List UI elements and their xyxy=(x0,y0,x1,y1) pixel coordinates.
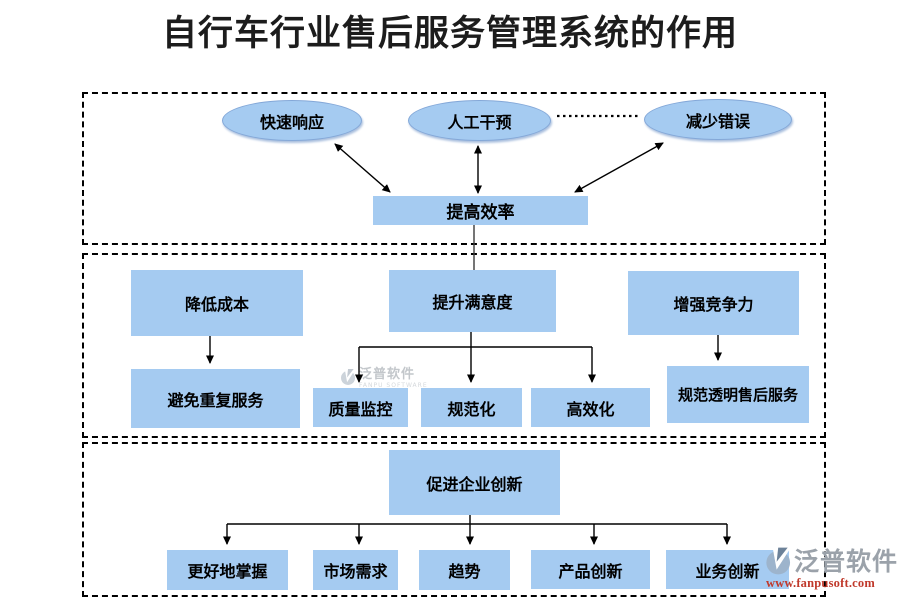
node-manual-intervention: 人工干预 xyxy=(408,100,551,141)
connector-error-reduction-efficiency xyxy=(574,142,664,193)
node-trend: 趋势 xyxy=(419,550,510,590)
watermark-bottom-right: 泛普软件 www.fanpusoft.com xyxy=(766,546,898,590)
node-product-innovation: 产品创新 xyxy=(531,550,650,589)
node-promote-innovation: 促进企业创新 xyxy=(389,450,560,515)
section-efficiency xyxy=(82,92,826,245)
node-standardization: 规范化 xyxy=(421,388,522,427)
node-quality-monitoring: 质量监控 xyxy=(313,388,408,427)
node-error-reduction: 减少错误 xyxy=(644,99,792,140)
page-title: 自行车行业售后服务管理系统的作用 xyxy=(161,14,738,54)
node-high-efficiency: 高效化 xyxy=(531,388,650,427)
node-improve-satisfaction: 提升满意度 xyxy=(389,270,556,332)
node-transparent-after-sales: 规范透明售后服务 xyxy=(667,366,809,423)
node-enhance-competitiveness: 增强竞争力 xyxy=(628,271,799,335)
node-market-demand: 市场需求 xyxy=(313,550,398,590)
node-better-grasp: 更好地掌握 xyxy=(167,550,288,590)
section-benefits xyxy=(82,253,826,438)
connector-quick-response-efficiency xyxy=(334,143,391,193)
node-avoid-duplicate-service: 避免重复服务 xyxy=(131,369,300,428)
node-business-innovation: 业务创新 xyxy=(666,550,789,589)
watermark-brand: 泛普软件 xyxy=(359,367,416,382)
watermark-url: www.fanpusoft.com xyxy=(766,576,875,590)
node-quick-response: 快速响应 xyxy=(222,100,362,141)
node-improve-efficiency: 提高效率 xyxy=(373,196,588,225)
watermark-brand: 泛普软件 xyxy=(794,546,899,576)
watermark-center: 泛普软件 FANPU SOFTWARE xyxy=(341,368,428,389)
fanpu-logo-icon xyxy=(766,547,791,575)
fanpu-logo-icon xyxy=(341,369,356,385)
node-reduce-cost: 降低成本 xyxy=(131,270,303,336)
watermark-brand-subtext: FANPU SOFTWARE xyxy=(359,382,428,389)
section-innovation xyxy=(82,442,826,597)
